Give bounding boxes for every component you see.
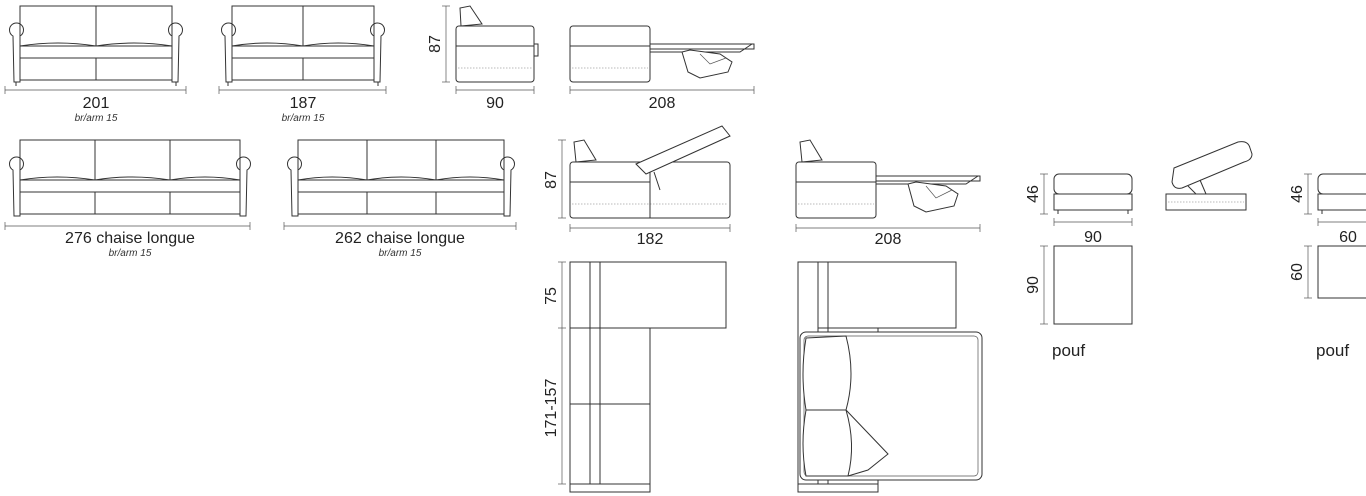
bed-side-depth-dimension: 208	[649, 95, 676, 112]
chaise-bed-top-view	[797, 261, 983, 493]
sofa-276-dimension: 276 chaise longue	[65, 230, 195, 247]
pouf-90-height-dimension: 46	[1025, 185, 1042, 203]
sofa-187-dimension: 187	[290, 95, 317, 112]
pouf-90-views: 46 90 90 pouf	[1025, 173, 1133, 360]
seat-width-dimension: 171-157	[543, 379, 560, 438]
side-depth-dimension: 90	[486, 95, 504, 112]
side-height-dimension: 87	[427, 35, 444, 53]
chaise-height-dimension: 87	[543, 171, 560, 189]
sofa-201-dimension: 201	[83, 95, 110, 112]
sofa-201-front-view: 201 br/arm 15	[4, 5, 187, 124]
sofa-187-front-view: 187 br/arm 15	[218, 5, 387, 124]
pouf-90-label: pouf	[1052, 341, 1085, 360]
sofa-201-arm-note: br/arm 15	[75, 113, 118, 124]
sofa-276-arm-note: br/arm 15	[109, 248, 152, 259]
pouf-open-view	[1165, 141, 1253, 211]
chaise-side-view: 87 182	[543, 125, 731, 248]
sofa-262-chaise-front-view: 262 chaise longue br/arm 15	[283, 139, 517, 259]
sofa-262-arm-note: br/arm 15	[379, 248, 422, 259]
pouf-60-label: pouf	[1316, 341, 1349, 360]
sofa-187-arm-note: br/arm 15	[282, 113, 325, 124]
sofa-262-dimension: 262 chaise longue	[335, 230, 465, 247]
pouf-90-width-dimension: 90	[1084, 229, 1102, 246]
sofa-bed-side-view: 208	[569, 25, 755, 112]
pouf-60-width-dimension: 60	[1339, 229, 1357, 246]
sofa-276-chaise-front-view: 276 chaise longue br/arm 15	[4, 139, 251, 259]
chaise-top-view: 75 171-157	[543, 261, 727, 493]
pouf-90-depth-dimension: 90	[1025, 276, 1042, 294]
chaise-width-dimension: 75	[543, 287, 560, 305]
sofa-side-view: 87 90	[427, 5, 539, 112]
pouf-60-depth-dimension: 60	[1289, 263, 1306, 281]
chaise-depth-dimension: 182	[637, 231, 664, 248]
chaise-bed-side-view: 208	[795, 139, 981, 248]
chaise-bed-depth-dimension: 208	[875, 231, 902, 248]
pouf-60-height-dimension: 46	[1289, 185, 1306, 203]
pouf-60-views: 46 60 60 pouf	[1289, 173, 1366, 360]
